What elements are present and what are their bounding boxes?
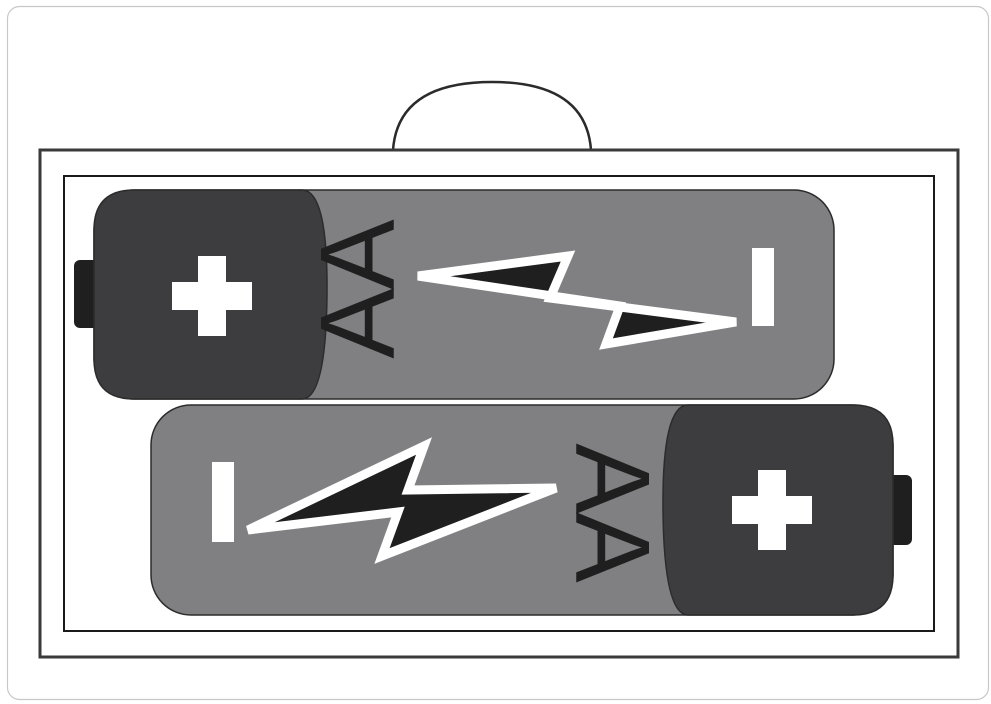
battery-size-label: AA bbox=[553, 443, 671, 583]
minus-sign-icon bbox=[752, 248, 774, 326]
battery-size-label: AA bbox=[299, 219, 417, 359]
minus-sign-icon bbox=[212, 462, 234, 542]
battery-bottom: AA bbox=[151, 405, 912, 615]
battery-top: AA bbox=[74, 190, 834, 399]
